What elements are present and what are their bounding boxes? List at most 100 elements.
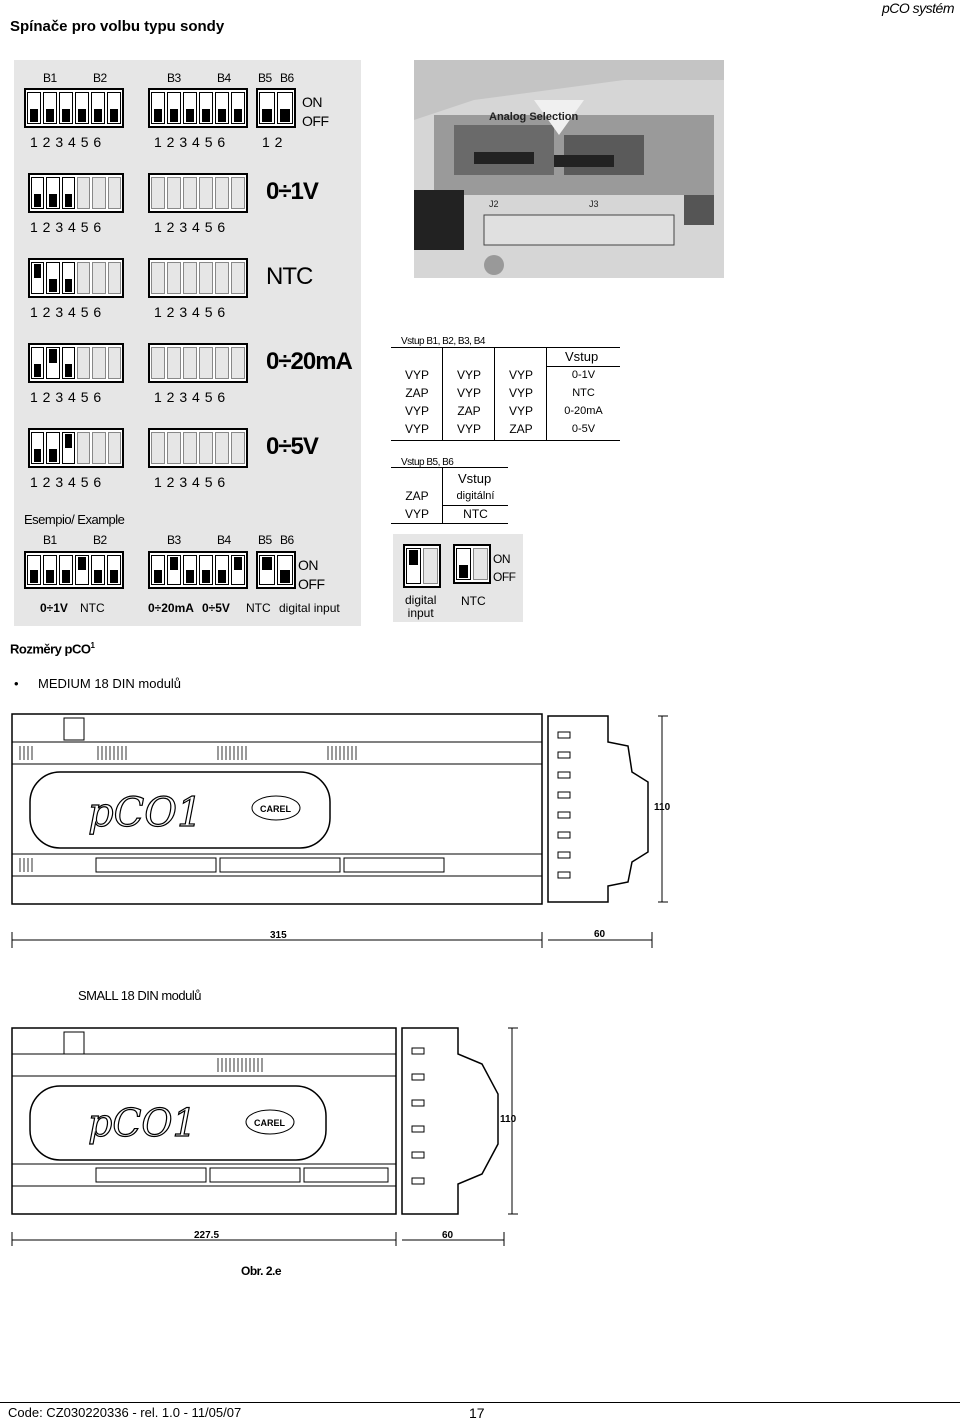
dip-lever xyxy=(61,262,75,294)
dimensions-heading-sup: 1 xyxy=(90,641,95,650)
table-cell: VYP xyxy=(404,404,429,418)
switch-numbers: 1 2 3 4 5 6 xyxy=(30,304,102,320)
pco1-logo-small: pCO1 xyxy=(88,1101,197,1145)
dip-lever xyxy=(259,92,275,124)
connector-j3: J3 xyxy=(589,199,599,209)
table-rule xyxy=(546,347,547,440)
legend-0-20ma: 0÷20mA xyxy=(148,601,194,615)
table-rule xyxy=(391,467,508,468)
switch-numbers: 1 2 3 4 5 6 xyxy=(30,474,102,490)
table-cell: ZAP xyxy=(405,386,429,400)
example-dip-b5-b6 xyxy=(256,551,296,589)
table-b1-b4-header: Vstup xyxy=(565,349,599,364)
table-cell: NTC xyxy=(572,387,595,399)
switch-numbers: 1 2 3 4 5 6 xyxy=(154,474,226,490)
example-dip-b1-b2 xyxy=(24,551,124,589)
dip-lever xyxy=(61,177,75,209)
table-rule xyxy=(391,347,620,348)
table-row: VYP VYP VYP 0-1V xyxy=(391,366,620,384)
dip-lever xyxy=(46,347,60,379)
label-b6: B6 xyxy=(280,533,294,547)
dip-lever xyxy=(277,92,293,124)
table-cell: ZAP xyxy=(405,489,429,503)
dim-small-width: 227.5 xyxy=(194,1230,219,1241)
digital-label-line: input xyxy=(407,606,434,620)
on-label: ON xyxy=(298,557,318,573)
page-title: Spínače pro volbu typu sondy xyxy=(10,18,225,35)
small-module-drawing: pCO1 CAREL 110 227.5 60 xyxy=(11,1027,518,1246)
switch-numbers: 1 2 3 4 5 6 xyxy=(154,134,226,150)
label-b4: B4 xyxy=(217,533,231,547)
dip-lever xyxy=(46,432,60,464)
table-cell: VYP xyxy=(456,368,481,382)
on-label: ON xyxy=(493,552,510,566)
dim-medium-width: 315 xyxy=(270,930,287,941)
connector-j2: J2 xyxy=(489,199,499,209)
dip-lever xyxy=(31,177,45,209)
on-off-legend: ON OFF xyxy=(298,556,325,594)
dip-lever xyxy=(31,432,45,464)
table-cell: VYP xyxy=(404,507,429,521)
off-label: OFF xyxy=(302,113,329,129)
table-row: VYP VYP ZAP 0-5V xyxy=(391,420,620,438)
table-row: ZAP VYP VYP NTC xyxy=(391,384,620,402)
table-cell: VYP xyxy=(404,368,429,382)
mode-ntc: NTC xyxy=(266,263,313,290)
legend-ntc: NTC xyxy=(80,601,105,615)
switch-numbers: 1 2 3 4 5 6 xyxy=(154,389,226,405)
dip-lever xyxy=(46,262,60,294)
dip-switch-0-1v xyxy=(28,173,124,213)
dip-lever xyxy=(59,92,73,124)
dip-lever xyxy=(167,92,181,124)
dip-switch-ntc xyxy=(28,258,124,298)
label-b2: B2 xyxy=(93,533,107,547)
board-photo: Analog Selection J2 J3 xyxy=(414,60,724,278)
footer-code: Code: CZ030220336 - rel. 1.0 - 11/05/07 xyxy=(8,1405,242,1419)
dip-lever xyxy=(43,92,57,124)
dip-switch-0-5v xyxy=(28,428,124,468)
legend-0-1v: 0÷1V xyxy=(40,601,68,615)
off-label: OFF xyxy=(493,570,516,584)
dim-medium-depth: 60 xyxy=(594,929,606,940)
dim-small-height: 110 xyxy=(500,1114,517,1125)
legend-ntc-2: NTC xyxy=(246,601,271,615)
pco1-logo-medium: pCO1 xyxy=(88,790,202,836)
carel-logo-medium: CAREL xyxy=(260,804,292,814)
figure-caption: Obr. 2.e xyxy=(241,1264,282,1278)
dip-switch-0-20ma-b xyxy=(148,343,248,383)
table-rule xyxy=(442,467,443,523)
table-cell: VYP xyxy=(456,422,481,436)
dip-lever xyxy=(199,92,213,124)
table-b5-b6-header: Vstup xyxy=(458,471,492,486)
carel-logo-small: CAREL xyxy=(254,1118,286,1128)
label-b6: B6 xyxy=(280,71,294,85)
table-cell: VYP xyxy=(404,422,429,436)
dip-switch-ntc-example xyxy=(453,544,491,584)
dip-lever xyxy=(107,177,121,209)
table-cell: digitální xyxy=(456,490,495,502)
label-b3: B3 xyxy=(167,71,181,85)
dip-lever xyxy=(151,92,165,124)
legend-0-5v: 0÷5V xyxy=(202,601,230,615)
label-b1: B1 xyxy=(43,71,57,85)
table-cell: 0-20mA xyxy=(564,405,603,417)
off-label: OFF xyxy=(298,576,325,592)
dip-switch-digital xyxy=(403,544,441,588)
table-rule xyxy=(442,347,443,440)
table-b1-b4: VYP VYP VYP 0-1V ZAP VYP VYP NTC VYP ZAP… xyxy=(391,366,620,438)
digital-input-panel: ON OFF digital input NTC xyxy=(393,534,523,622)
dip-switch-0-5v-b xyxy=(148,428,248,468)
label-b3: B3 xyxy=(167,533,181,547)
table-rule xyxy=(391,523,508,524)
table-cell: VYP xyxy=(508,368,533,382)
dip-lever xyxy=(61,432,75,464)
table-rule xyxy=(391,440,620,441)
dip-switch-0-20ma xyxy=(28,343,124,383)
digital-input-label: digital input xyxy=(405,594,436,620)
table-cell: ZAP xyxy=(509,422,533,436)
switch-numbers: 1 2 xyxy=(262,134,283,150)
table-cell: 0-1V xyxy=(571,369,596,381)
table-rule xyxy=(546,366,620,367)
dip-lever xyxy=(231,92,245,124)
dimensions-heading-text: Rozměry pCO xyxy=(10,641,91,657)
